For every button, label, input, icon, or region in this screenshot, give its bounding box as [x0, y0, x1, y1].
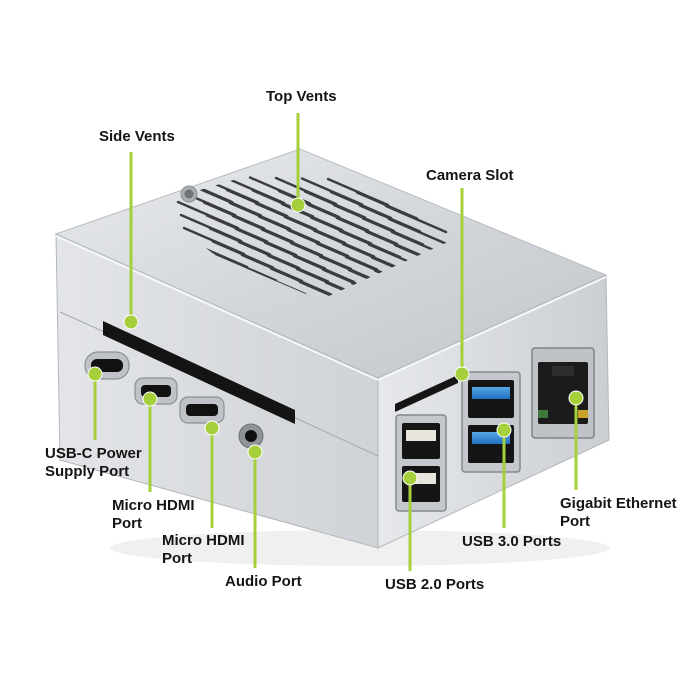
label-audio-port: Audio Port [225, 573, 302, 590]
camera-slot [395, 375, 458, 412]
label-top-vents: Top Vents [266, 88, 337, 105]
top-vent-slot [387, 217, 451, 247]
ethernet-jack [531, 347, 595, 439]
ground-shadow [110, 530, 610, 566]
leader-dot-side-vents [123, 314, 139, 330]
label-gigabit-ethernet: Gigabit Ethernet Port [560, 495, 677, 530]
leader-dot-micro-hdmi-2 [204, 420, 220, 436]
top-vent-slot [384, 204, 448, 234]
leader-dot-usb-2-ports [402, 470, 418, 486]
usb2-port-stack [395, 414, 447, 512]
label-usb-2-ports: USB 2.0 Ports [385, 576, 485, 593]
label-usb-3-ports: USB 3.0 Ports [462, 533, 562, 550]
label-side-vents: Side Vents [99, 128, 175, 145]
edge-highlight-2 [377, 276, 607, 381]
callout-leaders [87, 113, 584, 571]
leader-dot-gigabit-ethernet [568, 390, 584, 406]
leader-dot-camera-slot [454, 366, 470, 382]
label-camera-slot: Camera Slot [426, 167, 514, 184]
leader-dot-usb-c-power [87, 366, 103, 382]
micro-hdmi-port-2 [179, 396, 225, 424]
label-usb-c-power: USB-C Power Supply Port [45, 445, 142, 480]
usb3-port-stack [461, 371, 521, 473]
top-vent-slot [298, 280, 362, 300]
side-vent-slot [103, 321, 295, 424]
label-micro-hdmi-2: Micro HDMI Port [162, 532, 245, 567]
edge-highlight [55, 235, 379, 381]
lid-screw [180, 185, 198, 203]
audio-jack [238, 423, 264, 449]
leader-dot-audio-port [247, 444, 263, 460]
leader-dot-top-vents [290, 197, 306, 213]
label-micro-hdmi-1: Micro HDMI Port [112, 497, 195, 532]
leader-dot-usb-3-ports [496, 422, 512, 438]
leader-dot-micro-hdmi-1 [142, 391, 158, 407]
